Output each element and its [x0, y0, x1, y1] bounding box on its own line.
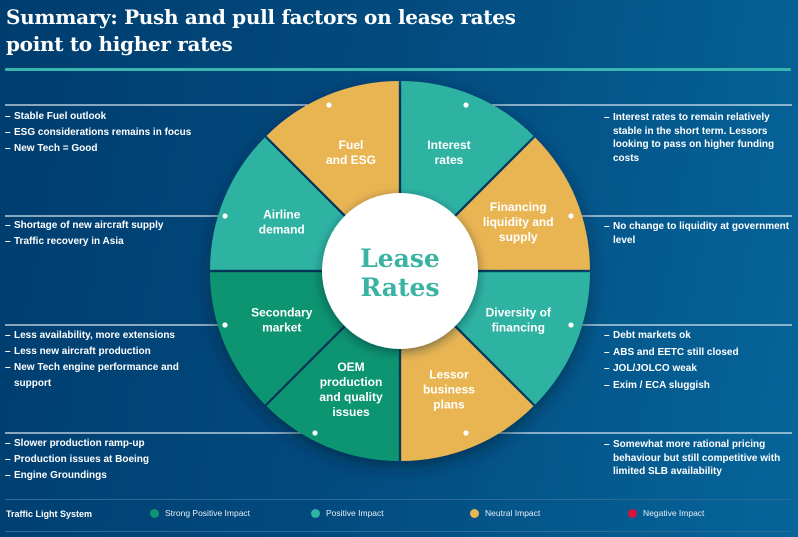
note-item: Exim / ECA sluggish: [604, 379, 790, 393]
note-item: New Tech = Good: [5, 141, 235, 157]
legend-label: Strong Positive Impact: [165, 508, 251, 518]
sector-financing-liquidity-and-supply: [445, 137, 590, 270]
center-label-line-1: Lease: [360, 244, 440, 273]
note-item: Less new aircraft production: [5, 344, 205, 360]
connector-lines: [5, 104, 792, 434]
notes-interest-rates: Interest rates to remain relatively stab…: [604, 111, 790, 168]
note-item: Traffic recovery in Asia: [5, 234, 235, 250]
note-item: Interest rates to remain relatively stab…: [604, 111, 790, 165]
legend-item-strong-positive: Strong Positive Impact: [150, 508, 250, 518]
neutral-dot-icon: [470, 508, 479, 518]
center-circle: [322, 193, 478, 349]
connector-dot: [326, 102, 332, 108]
legend-item-neutral: Neutral Impact: [470, 508, 540, 518]
note-item: ESG considerations remains in focus: [5, 125, 235, 141]
notes-financing-liquidity: No change to liquidity at government lev…: [604, 220, 790, 250]
wheel-sectors: [210, 81, 590, 461]
sector-oem-production-and-quality-issues: [266, 316, 399, 461]
note-item: New Tech engine performance and support: [5, 360, 205, 392]
connector-dot: [463, 430, 469, 436]
legend-label: Negative Impact: [643, 508, 705, 518]
legend-top-divider: [5, 499, 791, 500]
sector-interest-rates: [401, 81, 534, 226]
connector-dot: [568, 213, 574, 219]
note-item: ABS and EETC still closed: [604, 346, 790, 360]
legend-item-negative: Negative Impact: [628, 508, 704, 518]
note-item: Stable Fuel outlook: [5, 109, 235, 125]
notes-diversity-financing: Debt markets ok ABS and EETC still closed…: [604, 329, 790, 395]
connector-dot: [222, 322, 228, 328]
legend-bottom-divider: [5, 531, 791, 532]
sector-airline-demand: [210, 137, 355, 270]
positive-dot-icon: [311, 508, 320, 518]
connector-dot: [463, 102, 469, 108]
connector-dot: [568, 322, 574, 328]
legend-label: Positive Impact: [326, 508, 384, 518]
note-item: Debt markets ok: [604, 329, 790, 343]
legend-title: Traffic Light System: [6, 509, 93, 519]
sector-diversity-of-financing: [445, 272, 590, 405]
note-item: Somewhat more rational pricing behaviour…: [604, 438, 790, 479]
negative-dot-icon: [628, 508, 637, 518]
sector-secondary-market: [210, 272, 355, 405]
connector-dot: [312, 430, 318, 436]
note-item: Shortage of new aircraft supply: [5, 218, 235, 234]
notes-secondary-market: Less availability, more extensionsLess n…: [5, 328, 205, 392]
note-item: No change to liquidity at government lev…: [604, 220, 790, 247]
sector-lessor-business-plans: [401, 316, 534, 461]
center-label-line-2: Rates: [360, 273, 439, 302]
sector-fuel-and-esg: [266, 81, 399, 226]
note-item: Slower production ramp-up: [5, 436, 235, 452]
note-item: Production issues at Boeing: [5, 452, 235, 468]
connector-dots: [222, 102, 574, 436]
legend-item-positive: Positive Impact: [311, 508, 384, 518]
note-item: Less availability, more extensions: [5, 328, 205, 344]
notes-lessor-business-plans: Somewhat more rational pricing behaviour…: [604, 438, 790, 482]
traffic-light-legend: Traffic Light System Strong Positive Imp…: [0, 499, 798, 532]
strong-positive-dot-icon: [150, 508, 159, 518]
page-title: Summary: Push and pull factors on lease …: [6, 5, 516, 56]
notes-oem-production: Slower production ramp-upProduction issu…: [5, 436, 235, 484]
legend-label: Neutral Impact: [485, 508, 541, 518]
notes-airline-demand: Shortage of new aircraft supplyTraffic r…: [5, 218, 235, 250]
notes-fuel-esg: Stable Fuel outlookESG considerations re…: [5, 109, 235, 157]
note-item: JOL/JOLCO weak: [604, 362, 790, 376]
title-divider: [5, 68, 791, 71]
note-item: Engine Groundings: [5, 468, 235, 484]
